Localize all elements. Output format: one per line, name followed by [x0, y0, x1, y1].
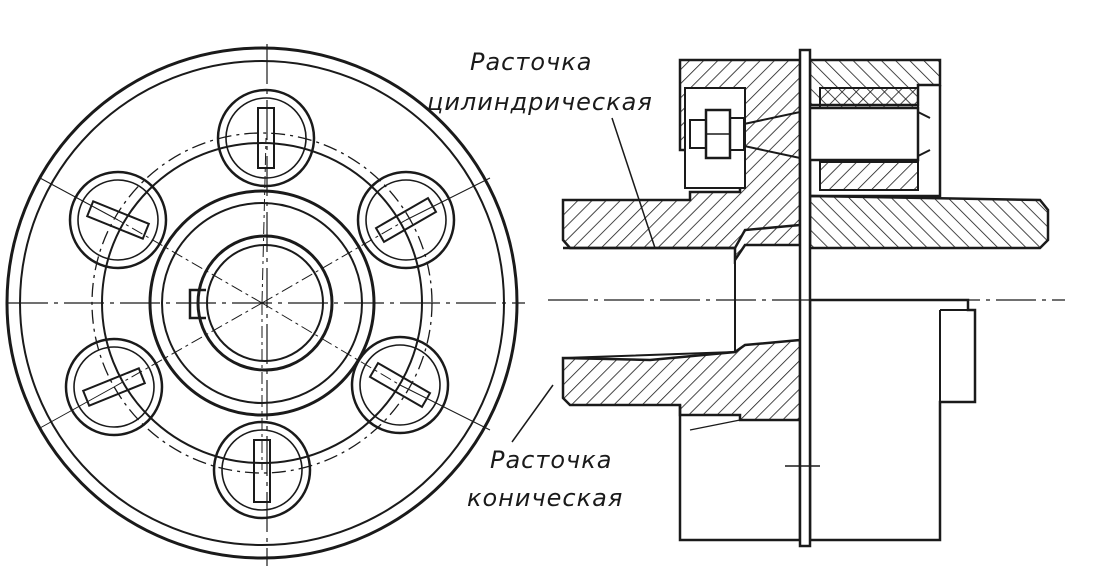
pin-upper-left: [39, 170, 263, 304]
flange-outer-circle: [5, 46, 519, 560]
pin-lower-right: [261, 302, 491, 435]
label-conical-bore-line1: Расточка: [490, 446, 613, 474]
label-cylindrical-bore-line1: Расточка: [470, 48, 593, 76]
leader-cylindrical: [611, 117, 656, 249]
front-view: [5, 44, 525, 566]
bolt-cutout: [684, 87, 746, 189]
flange-inner-rim-circle: [19, 60, 505, 546]
left-flange-lower: [678, 405, 802, 542]
bore-inner-circle: [206, 244, 324, 362]
bore-outer-circle: [196, 234, 334, 372]
rubber-rings-bottom: [819, 161, 919, 191]
right-hub-upper-section: [808, 194, 1050, 250]
pin-bottom: [212, 303, 312, 520]
pin-top: [216, 88, 316, 304]
hub-collar-circle: [148, 189, 376, 417]
pin-upper-right: [261, 170, 491, 304]
pin-lower-left: [39, 302, 263, 437]
center-gap: [798, 48, 812, 548]
section-view: [511, 48, 1065, 548]
hub-outer-circle: [101, 142, 423, 464]
keyway: [188, 288, 206, 320]
pin-pitch-circle: [91, 132, 433, 474]
right-hub-lower: [808, 298, 977, 542]
left-bore-cylindrical: [563, 223, 801, 250]
label-cylindrical-bore-line2: цилиндрическая: [427, 88, 653, 116]
left-hub-lower-section: [561, 338, 802, 422]
leader-conical: [511, 384, 554, 443]
label-conical-bore-line2: коническая: [467, 484, 624, 512]
rubber-rings-top: [819, 87, 919, 109]
